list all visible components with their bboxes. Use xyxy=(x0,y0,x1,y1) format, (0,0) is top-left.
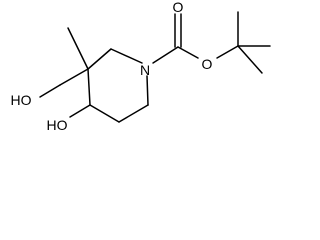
atom-o-hydroxyl: HO xyxy=(47,117,68,133)
bond-c4-oh xyxy=(69,104,91,118)
bond-c3-methyl xyxy=(67,27,89,70)
bond-c2-c3 xyxy=(87,48,112,70)
bond-n-carbonyl-c xyxy=(152,46,179,64)
bond-c6-n xyxy=(146,75,149,106)
atom-labels: N O O HO HO xyxy=(11,0,213,133)
atom-o-ester: O xyxy=(202,56,213,72)
atom-o-hydroxymethyl: HO xyxy=(11,92,32,108)
bond-n-c2 xyxy=(110,48,143,64)
structure-diagram: N O O HO HO xyxy=(10,0,271,133)
bond-o-tbu xyxy=(216,45,239,59)
atom-o-carbonyl: O xyxy=(173,0,184,15)
atom-n-ring: N xyxy=(140,62,150,78)
bond-lines xyxy=(39,11,271,123)
bond-tbu-me3 xyxy=(237,45,263,74)
bond-ch2-oh xyxy=(39,84,61,98)
bond-c3-ch2 xyxy=(59,68,89,86)
bond-c4-c5 xyxy=(89,104,120,123)
molecule-drawing: N O O HO HO xyxy=(11,0,271,133)
bond-c5-c6 xyxy=(118,104,149,123)
bond-c3-c4 xyxy=(87,68,91,106)
bond-carbonyl-c-o xyxy=(177,46,199,59)
